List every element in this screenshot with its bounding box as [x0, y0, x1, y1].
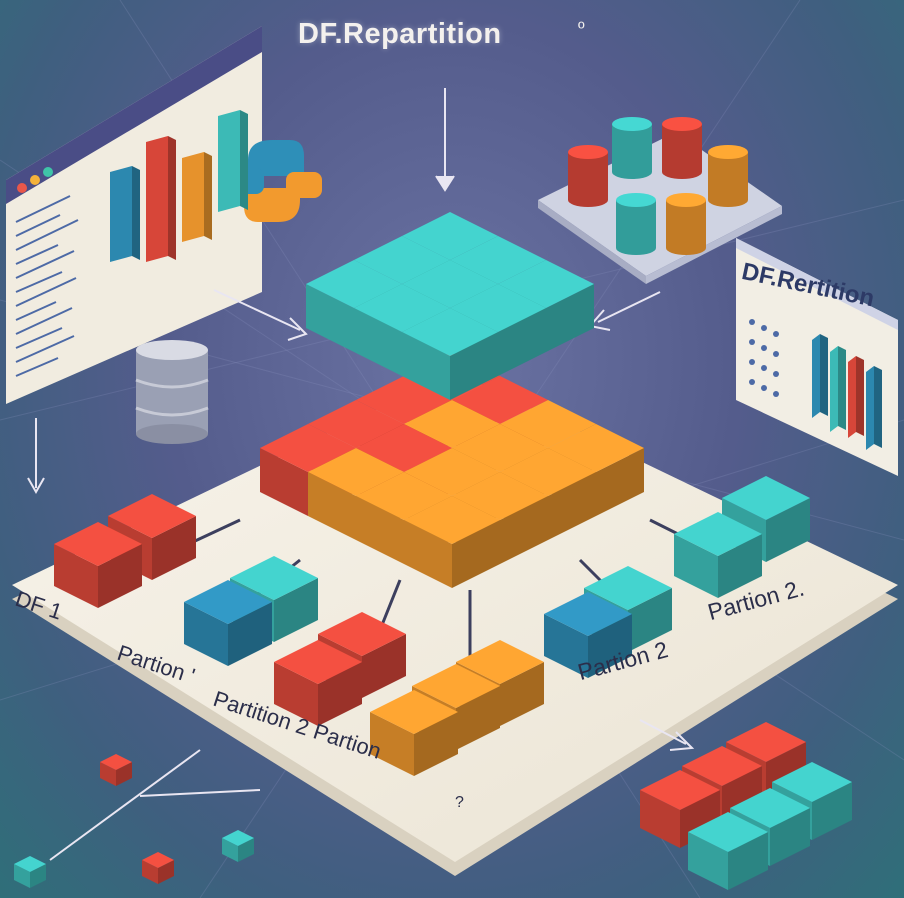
panel-bar [848, 356, 864, 438]
output-cube [640, 770, 720, 848]
partition-cube [544, 592, 632, 678]
database-icon [135, 340, 209, 444]
floating-cube [14, 856, 46, 888]
floating-cube [142, 852, 174, 884]
window-max-dot [43, 167, 53, 177]
flow-arrows [27, 88, 695, 861]
cube-layer [14, 110, 882, 890]
title-mark: º [578, 18, 585, 38]
panel-bar [812, 334, 828, 418]
tray-cylinder [662, 117, 702, 179]
tray-cylinder [568, 145, 608, 207]
top-cube [402, 308, 498, 400]
partition-cube [184, 580, 272, 666]
tray-cylinder [708, 145, 748, 207]
partition-cube [274, 640, 362, 726]
window-min-dot [30, 175, 40, 185]
diagram-title: DF.Repartition [298, 18, 502, 50]
panel-dots [749, 319, 779, 397]
partition-cube [370, 690, 458, 776]
partition-cube [674, 512, 762, 598]
window-bar [146, 136, 176, 262]
window-bar [110, 166, 140, 262]
window-bar [182, 152, 212, 242]
floating-cube [222, 830, 254, 862]
main-board [12, 372, 898, 876]
label-stray-mark: ? [455, 794, 464, 811]
window-bar [218, 110, 248, 212]
panel-bar [830, 346, 846, 432]
partition-cube [54, 522, 142, 608]
window-close-dot [17, 183, 27, 193]
base-cube [404, 496, 500, 588]
output-cube [688, 812, 768, 890]
tray-cylinder [612, 117, 652, 179]
code-lines [15, 195, 79, 377]
tray-cylinder [616, 193, 656, 255]
panel-bar [866, 366, 882, 450]
floating-cube [100, 754, 132, 786]
tray-cylinder [666, 193, 706, 255]
